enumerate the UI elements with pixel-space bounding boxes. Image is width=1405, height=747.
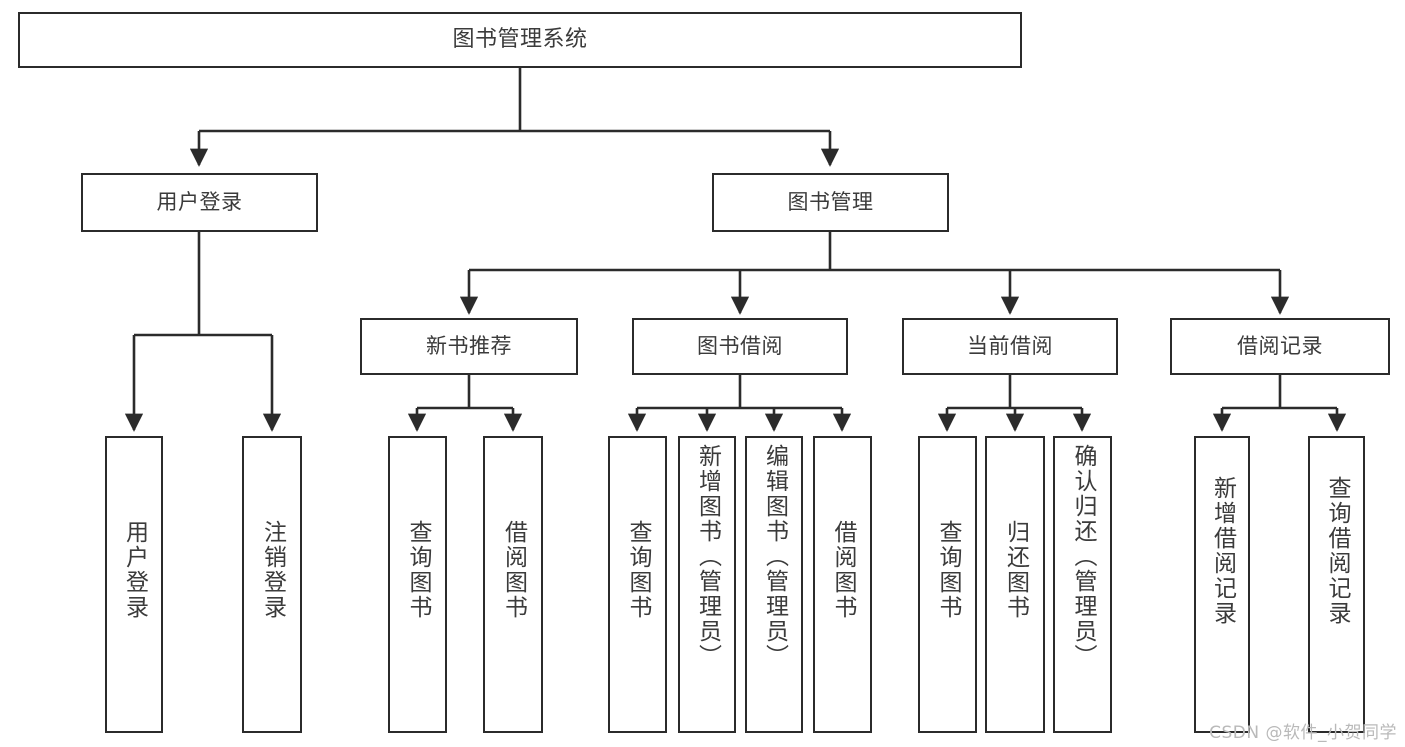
node-label: 图书管理系统 [452, 26, 588, 52]
node-book-borrowing[interactable]: 图书借阅 [632, 318, 848, 375]
node-leaf-add-book-admin[interactable]: 新增图书（管理员） [678, 436, 736, 733]
node-leaf-user-login[interactable]: 用户登录 [105, 436, 163, 733]
node-label: 编辑图书（管理员） [761, 444, 788, 669]
node-leaf-borrow-book-2[interactable]: 借阅图书 [813, 436, 872, 733]
node-user-login[interactable]: 用户登录 [81, 173, 318, 232]
node-label: 借阅图书 [500, 520, 527, 620]
node-label: 查询借阅记录 [1324, 476, 1350, 626]
node-label: 确认归还（管理员） [1070, 444, 1096, 669]
node-label: 用户登录 [121, 520, 148, 620]
node-label: 新增图书（管理员） [694, 444, 721, 669]
node-current-borrowing[interactable]: 当前借阅 [902, 318, 1118, 375]
node-label: 查询图书 [935, 520, 961, 620]
node-leaf-logout[interactable]: 注销登录 [242, 436, 302, 733]
csdn-watermark: CSDN @软件_小贺同学 [1209, 723, 1397, 743]
node-leaf-add-borrow-record[interactable]: 新增借阅记录 [1194, 436, 1250, 733]
node-book-management[interactable]: 图书管理 [712, 173, 949, 232]
node-leaf-query-borrow-record[interactable]: 查询借阅记录 [1308, 436, 1365, 733]
node-label: 查询图书 [405, 520, 431, 620]
node-root-book-management-system[interactable]: 图书管理系统 [18, 12, 1022, 68]
node-label: 归还图书 [1002, 520, 1029, 620]
node-leaf-borrow-book-1[interactable]: 借阅图书 [483, 436, 543, 733]
node-leaf-confirm-return-admin[interactable]: 确认归还（管理员） [1053, 436, 1112, 733]
node-leaf-query-book-2[interactable]: 查询图书 [608, 436, 667, 733]
node-label: 查询图书 [625, 520, 651, 620]
node-label: 图书管理 [787, 189, 874, 214]
node-leaf-query-book-3[interactable]: 查询图书 [918, 436, 977, 733]
node-label: 当前借阅 [967, 333, 1053, 358]
node-label: 图书借阅 [697, 333, 783, 358]
node-new-book-recommendation[interactable]: 新书推荐 [360, 318, 578, 375]
node-leaf-return-book[interactable]: 归还图书 [985, 436, 1045, 733]
node-label: 新增借阅记录 [1209, 476, 1236, 626]
node-leaf-query-book-1[interactable]: 查询图书 [388, 436, 447, 733]
node-label: 用户登录 [156, 189, 243, 214]
node-borrowing-records[interactable]: 借阅记录 [1170, 318, 1390, 375]
node-leaf-edit-book-admin[interactable]: 编辑图书（管理员） [745, 436, 803, 733]
node-label: 注销登录 [259, 520, 286, 620]
node-label: 借阅记录 [1237, 333, 1323, 358]
node-label: 借阅图书 [830, 520, 856, 620]
node-label: 新书推荐 [426, 333, 512, 358]
